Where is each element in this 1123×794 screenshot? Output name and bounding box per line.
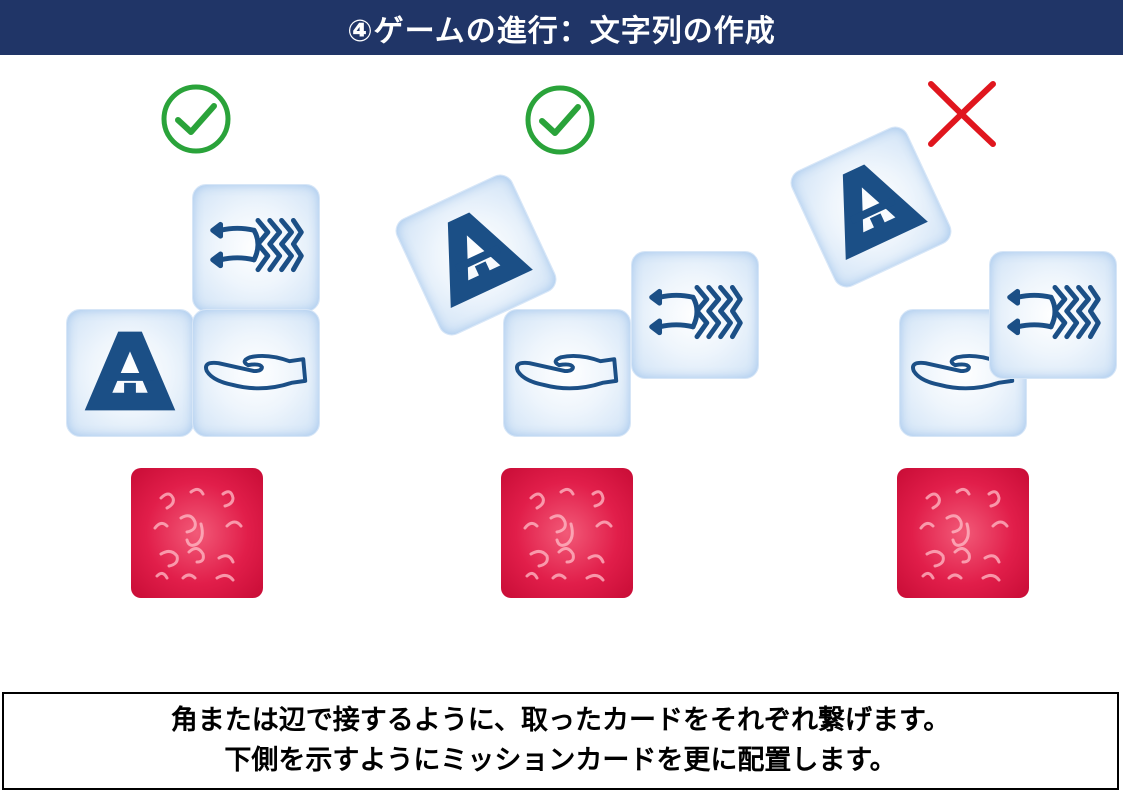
hand-glyph-card (503, 309, 631, 437)
mission-card (131, 468, 263, 598)
fish-glyph-card (192, 184, 320, 312)
page-title: ④ゲームの進行：文字列の作成 (0, 0, 1123, 55)
fish-glyph-card (989, 251, 1117, 379)
caption-box: 角または辺で接するように、取ったカードをそれぞれ繋げます。 下側を示すようにミッ… (2, 692, 1119, 790)
cross-icon (928, 81, 996, 147)
caption-line-2: 下側を示すようにミッションカードを更に配置します。 (224, 745, 897, 776)
mission-card (501, 468, 633, 598)
check-circle-icon (161, 84, 231, 154)
hand-glyph-card (192, 309, 320, 437)
check-circle-icon (525, 85, 595, 155)
fish-glyph-card (631, 251, 759, 379)
caption-line-1: 角または辺で接するように、取ったカードをそれぞれ繋げます。 (170, 705, 951, 736)
mission-card (897, 468, 1029, 598)
a-glyph-card (66, 309, 194, 437)
